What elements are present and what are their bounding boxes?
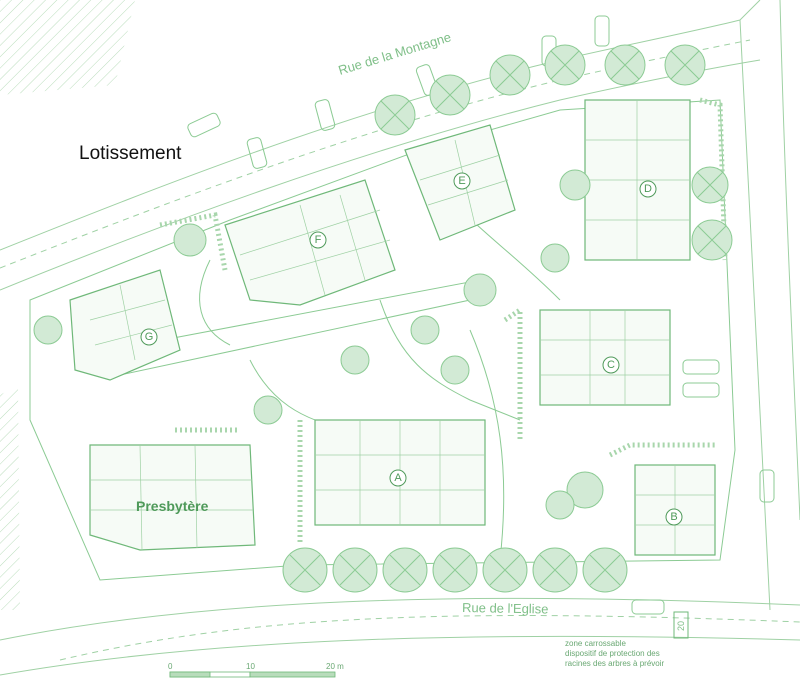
building-label-c: C [607, 359, 615, 371]
road-rue-de-l-eglise [0, 597, 800, 676]
building-label-e: E [458, 175, 465, 187]
note-line-1: zone carrossable [565, 639, 626, 648]
interior-walls [89, 100, 715, 555]
hatched-neighbour-area [0, 0, 135, 95]
scale-tick-20: 20 m [326, 662, 344, 671]
road-right [739, 0, 800, 611]
scale-bar: 0 10 20 m [168, 662, 344, 678]
road-number: 20 [676, 621, 686, 631]
building-label-a: A [394, 472, 402, 484]
site-paths [29, 99, 736, 581]
label-rue-de-la-montagne: Rue de la Montagne [336, 29, 452, 78]
building-marker-e [453, 172, 471, 190]
building-label-g: G [145, 331, 154, 343]
label-lotissement: Lotissement [79, 143, 182, 164]
scale-tick-10: 10 [246, 662, 255, 671]
legend-note: zone carrossable dispositif de protectio… [565, 639, 664, 668]
building-marker-g [140, 328, 158, 346]
label-presbytere: Presbytère [136, 498, 209, 514]
building-marker-a [389, 469, 407, 487]
building-label-d: D [644, 183, 652, 195]
building-marker-f [309, 231, 327, 249]
building-label-f: F [315, 234, 322, 246]
note-line-2: dispositif de protection des [565, 649, 660, 658]
scale-tick-0: 0 [168, 662, 173, 671]
building-marker-d [639, 180, 657, 198]
building-marker-c [602, 356, 620, 374]
trees [33, 44, 733, 593]
building-footprints [69, 99, 716, 556]
hatched-area-left [0, 385, 20, 610]
building-marker-b [665, 508, 683, 526]
parked-cars [187, 15, 775, 615]
road-number-box [673, 611, 689, 639]
hedges [159, 97, 728, 545]
building-label-b: B [670, 511, 677, 523]
label-rue-de-l-eglise: Rue de l'Eglise [462, 600, 549, 617]
building-markers: A B C D E F G [140, 172, 683, 526]
note-line-3: racines des arbres à prévoir [565, 659, 664, 668]
